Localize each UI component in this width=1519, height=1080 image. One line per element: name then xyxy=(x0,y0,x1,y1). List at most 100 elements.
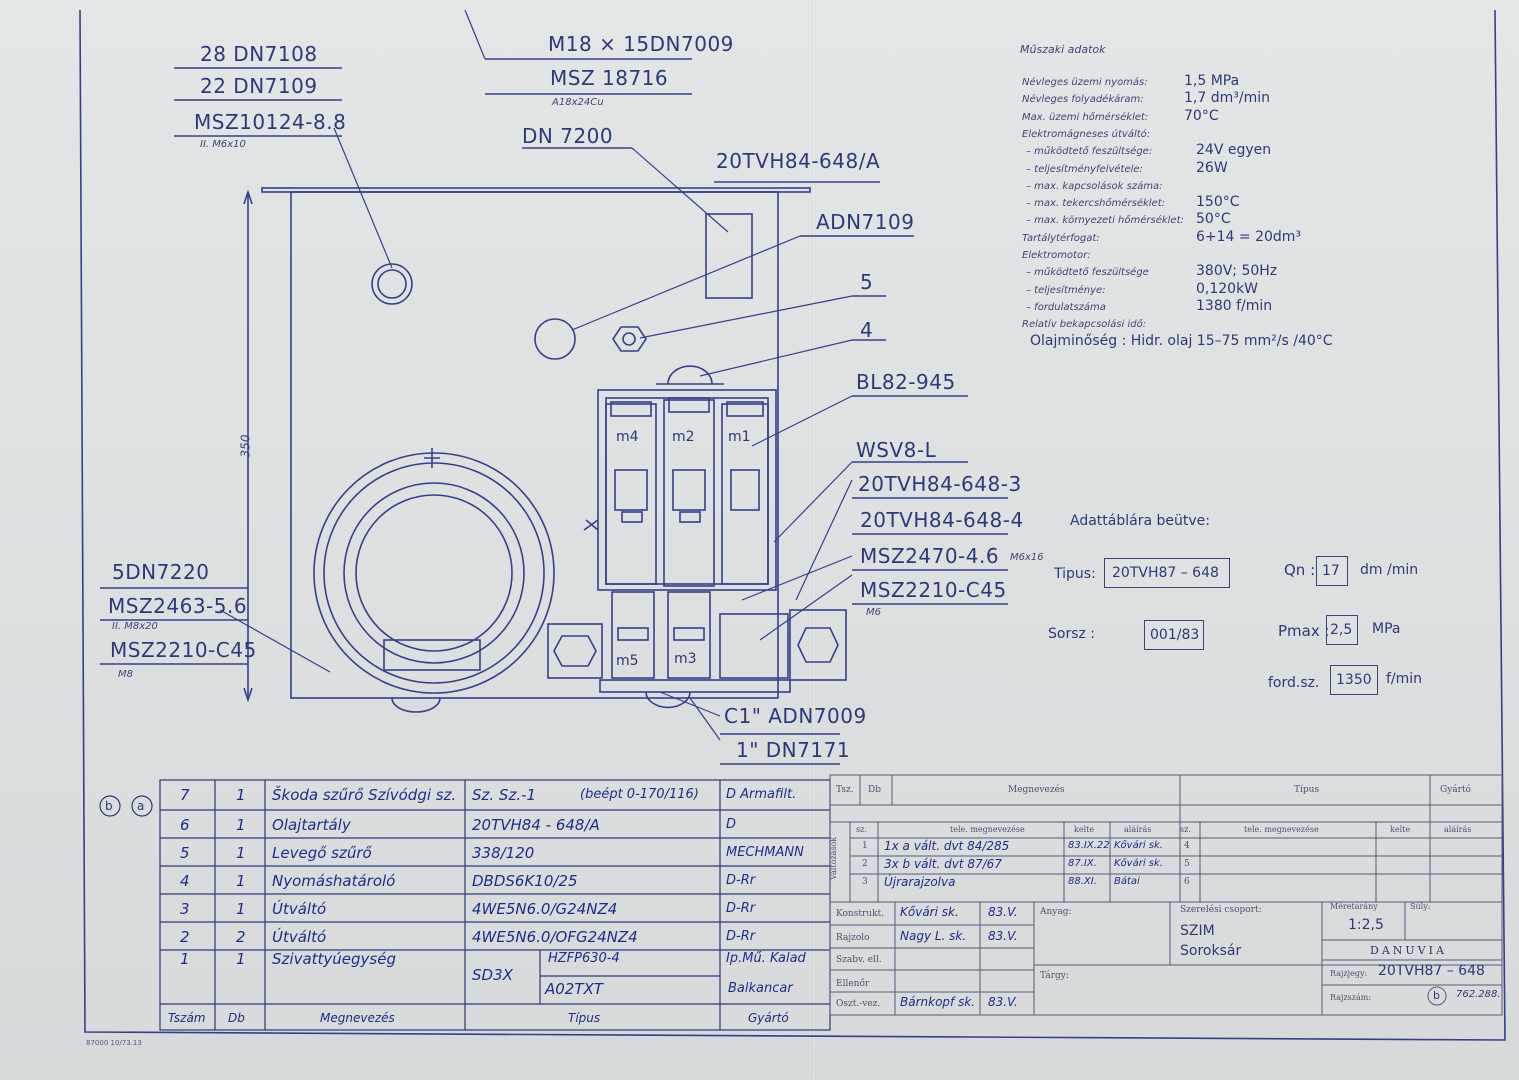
bom-row-num: 5 xyxy=(180,844,190,862)
callout-m18: M18 × 15DN7009 xyxy=(548,32,734,56)
hex-plug-left xyxy=(547,623,603,679)
type-value: 20TVH87 – 648 xyxy=(1112,565,1219,581)
sight-window xyxy=(705,213,753,299)
oil-quality: Olajminőség : Hidr. olaj 15–75 mm²/s /40… xyxy=(1030,333,1333,349)
tb-rajzjel-label: Rajzjegy: xyxy=(1330,969,1368,978)
valve-m1 xyxy=(721,403,769,585)
callout-note-m8x20: II. M8x20 xyxy=(112,621,158,632)
tb-meretarany-label: Méretarány xyxy=(1330,902,1378,911)
callout-5: 5 xyxy=(860,270,874,294)
bom-row-type: 338/120 xyxy=(472,844,535,862)
spec-label: – max. kapcsolások száma: xyxy=(1026,180,1163,192)
spec-value: 1,5 MPa xyxy=(1184,73,1240,89)
tb-role: Konstrukt. xyxy=(836,909,884,919)
callout-msz10124: MSZ10124-8.8 xyxy=(194,110,347,134)
bom-head-name: Megnevezés xyxy=(320,1011,395,1025)
bom-row-maker: D Armafilt. xyxy=(726,787,797,802)
label-m2: m2 xyxy=(672,429,695,445)
tb-change-date: 87.IX. xyxy=(1068,858,1097,869)
tb-change-date: 83.IX.22 xyxy=(1068,840,1110,851)
spec-label: Elektromotor: xyxy=(1022,250,1091,261)
tb-group1: SZIM xyxy=(1180,923,1215,939)
bom-row-name: Útváltó xyxy=(272,928,327,946)
bom-head-maker: Gyártó xyxy=(748,1011,789,1025)
nameplate-heading: Adattáblára beütve: xyxy=(1070,513,1210,529)
leader-lines xyxy=(219,9,853,741)
tb-change-no-right: 5 xyxy=(1184,859,1190,869)
tb-sub-desc-right: tele. megnevezése xyxy=(1244,825,1319,834)
tb-change-date: 88.XI. xyxy=(1068,876,1097,887)
spec-label: – max. környezeti hőmérséklet: xyxy=(1026,215,1184,227)
tb-role-date: 83.V. xyxy=(988,905,1018,919)
bom-row-maker: D-Rr xyxy=(726,901,756,916)
tb-col-tsz: Tsz. xyxy=(836,785,854,795)
bom-row-maker: MECHMANN xyxy=(726,845,804,860)
type-box xyxy=(1104,558,1230,588)
bom-row-type: 4WE5N6.0/G24NZ4 xyxy=(472,900,618,918)
revision-a-circle xyxy=(131,795,153,817)
bom-row-name: Szivattyúegység xyxy=(272,950,396,968)
motor-flange-outer xyxy=(313,452,555,694)
spec-value: 150°C xyxy=(1196,194,1240,211)
bom-row-extra: (beépt 0-170/116) xyxy=(580,787,699,802)
bom-row1-sub-maker: Balkancar xyxy=(728,981,793,996)
drawing-frame xyxy=(79,9,1506,1041)
filler-cap xyxy=(371,263,413,305)
spec-label: – fordulatszáma xyxy=(1026,301,1106,313)
spec-label: – max. tekercshőmérséklet: xyxy=(1026,198,1165,210)
valve-m3 xyxy=(667,591,711,679)
tb-sub-kelte-right: kelte xyxy=(1390,825,1411,834)
tb-role: Oszt.-vez. xyxy=(836,999,881,1009)
spec-label: – működtető feszültsége: xyxy=(1026,146,1153,158)
pmax-unit: MPa xyxy=(1372,621,1401,637)
rpm-value: 1350 xyxy=(1336,672,1372,688)
bom-row-num: 4 xyxy=(180,872,190,890)
callout-dn7200: DN 7200 xyxy=(522,124,614,148)
valve-m4 xyxy=(605,403,657,585)
spec-label: – teljesítményfelvétele: xyxy=(1026,163,1143,175)
valve-m5 xyxy=(611,591,655,679)
spec-value: 1380 f/min xyxy=(1196,297,1273,314)
callout-msz2210-left: MSZ2210-C45 xyxy=(110,638,257,662)
tb-role: Szabv. ell. xyxy=(836,955,882,965)
qn-label: Qn : xyxy=(1284,561,1316,579)
return-block xyxy=(719,613,789,679)
motor-flange-inner xyxy=(343,482,525,664)
tb-role-name: Nagy L. sk. xyxy=(900,929,967,943)
callout-bl82: BL82-945 xyxy=(856,370,956,394)
serial-value: 001/83 xyxy=(1150,627,1200,643)
callout-c1-adn7009: C1" ADN7009 xyxy=(724,704,867,728)
tank-body xyxy=(290,191,779,699)
serial-label: Sorsz : xyxy=(1048,626,1096,642)
bom-row-maker: D-Rr xyxy=(726,929,756,944)
pressure-relief-cap xyxy=(667,365,713,385)
callout-msz2210-right: MSZ2210-C45 xyxy=(860,578,1007,602)
spec-value: 26W xyxy=(1196,159,1228,176)
tb-change-no: 3 xyxy=(862,877,868,887)
tb-targy: Tárgy: xyxy=(1040,971,1069,981)
bom-head-type: Típus xyxy=(568,1011,601,1025)
bom-head-qty: Db xyxy=(228,1011,245,1025)
spec-label: Elektromágneses útváltó: xyxy=(1022,128,1151,140)
spec-value: 380V; 50Hz xyxy=(1196,263,1278,280)
tb-col-name: Megnevezés xyxy=(1008,785,1065,795)
bom-head-num: Tszám xyxy=(168,1011,206,1025)
pmax-label: Pmax : xyxy=(1278,622,1330,640)
label-m5: m5 xyxy=(616,653,639,669)
tb-col-gyarto: Gyártó xyxy=(1440,785,1471,795)
callout-20tvh-3: 20TVH84-648-3 xyxy=(858,472,1022,496)
label-m1: m1 xyxy=(728,429,751,445)
tb-col-db: Db xyxy=(868,785,881,795)
tb-role-date: 83.V. xyxy=(988,995,1018,1009)
bom-row-qty: 1 xyxy=(236,786,246,804)
bom-row-qty: 1 xyxy=(236,872,246,890)
bom-row-type: DBDS6K10/25 xyxy=(472,872,578,890)
air-breather xyxy=(534,318,576,360)
tb-change-sign: Kővári sk. xyxy=(1114,858,1163,869)
qn-unit: dm /min xyxy=(1360,562,1419,578)
label-m4: m4 xyxy=(616,429,639,445)
tb-sub-kelte: kelte xyxy=(1074,825,1095,834)
callout-4: 4 xyxy=(860,318,874,342)
tb-role-name: Bárnkopf sk. xyxy=(900,995,976,1009)
